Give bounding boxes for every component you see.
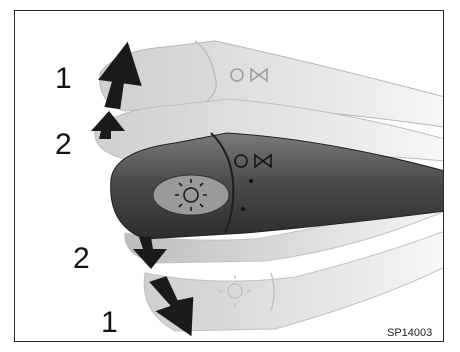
figure-frame: 1 2 2 1 SP14003 bbox=[14, 10, 444, 342]
position-label-1-down: 1 bbox=[101, 308, 118, 338]
position-label-2-down: 2 bbox=[73, 244, 90, 274]
figure-code: SP14003 bbox=[387, 327, 432, 339]
position-label-1-up: 1 bbox=[55, 64, 72, 94]
lever-dot-marker bbox=[249, 179, 253, 183]
lever-illustration bbox=[15, 11, 444, 342]
lever-dot-marker bbox=[241, 207, 245, 211]
position-label-2-up: 2 bbox=[55, 130, 72, 160]
